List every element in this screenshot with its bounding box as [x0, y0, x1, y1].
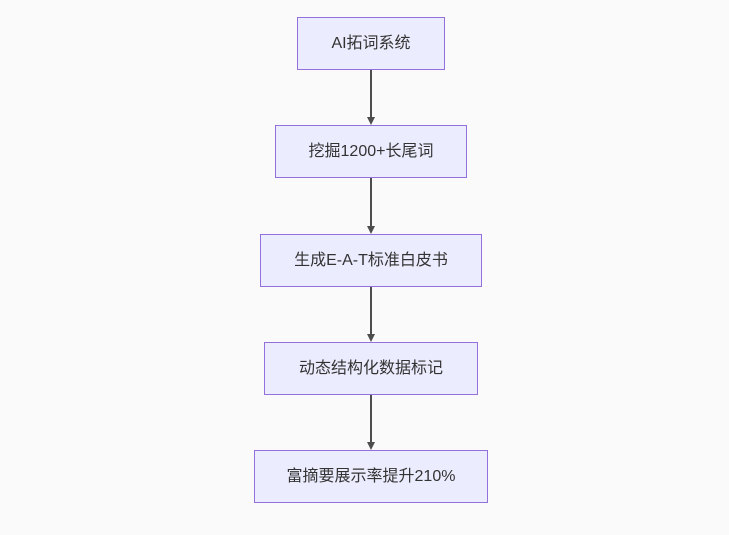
flowchart-edge-4	[366, 395, 376, 450]
arrow-down-icon	[366, 226, 375, 234]
edge-line	[370, 70, 372, 118]
node-label: AI拓词系统	[331, 34, 411, 52]
flowchart-node-eat-whitepaper: 生成E-A-T标准白皮书	[260, 234, 482, 287]
edge-line	[370, 395, 372, 443]
node-label: 挖掘1200+长尾词	[308, 142, 434, 160]
flowchart-node-longtail-mining: 挖掘1200+长尾词	[275, 125, 467, 178]
flowchart-node-structured-data-markup: 动态结构化数据标记	[264, 342, 478, 395]
flowchart-edge-2	[366, 178, 376, 234]
edge-line	[370, 178, 372, 227]
flowchart-edge-1	[366, 70, 376, 125]
node-label: 动态结构化数据标记	[298, 359, 443, 377]
node-label: 富摘要展示率提升210%	[286, 467, 456, 485]
arrow-down-icon	[366, 442, 375, 450]
flowchart-node-rich-snippet-result: 富摘要展示率提升210%	[254, 450, 488, 503]
arrow-down-icon	[366, 117, 375, 125]
edge-line	[370, 287, 372, 335]
flowchart-edge-3	[366, 287, 376, 342]
flowchart-node-ai-keyword-system: AI拓词系统	[297, 17, 445, 70]
node-label: 生成E-A-T标准白皮书	[294, 251, 448, 269]
arrow-down-icon	[366, 334, 375, 342]
